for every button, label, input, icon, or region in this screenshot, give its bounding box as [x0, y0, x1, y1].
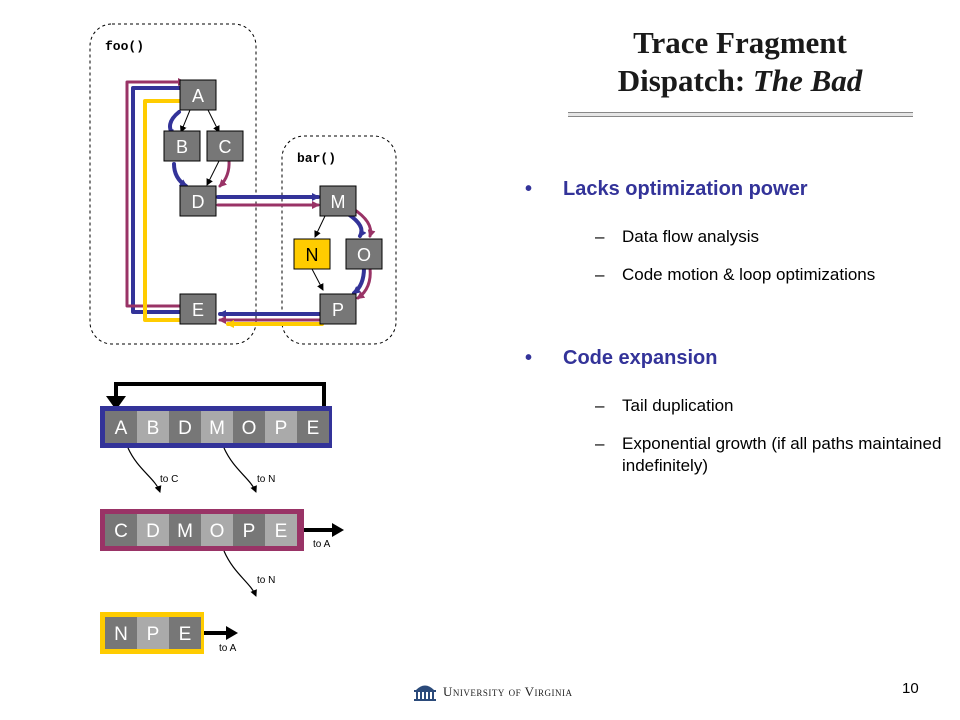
trace1-loopback-arrow — [114, 382, 326, 406]
trace2-exit-n-label: to N — [257, 575, 275, 586]
trace1-cell-label: O — [242, 418, 257, 439]
title-line-1: Trace Fragment — [633, 25, 847, 60]
trace1-loopback-arrowhead — [106, 396, 126, 410]
slide-title: Trace Fragment Dispatch: The Bad — [560, 24, 920, 100]
node-a — [179, 79, 217, 111]
bullet-1-text: Lacks optimization power — [563, 178, 808, 200]
trace1-cell — [297, 411, 329, 443]
node-o — [345, 238, 383, 270]
page-number: 10 — [902, 680, 919, 697]
trace1-cell — [169, 411, 201, 443]
node-e-label: E — [192, 300, 204, 320]
sub-bullet-2-1-text: Tail duplication — [622, 396, 734, 415]
node-o-label: O — [357, 245, 371, 265]
trace2-cell — [201, 514, 233, 546]
trace1-exit-n-arrow — [223, 447, 257, 493]
node-n — [293, 238, 331, 270]
bar-region — [281, 135, 397, 345]
foo-region — [89, 23, 257, 345]
trace2-exit-a-arrowhead — [332, 523, 344, 537]
trace2-cell — [233, 514, 265, 546]
bullet-lacks-optimization: •Lacks optimization power — [525, 178, 808, 200]
trace1-cell-label: E — [307, 418, 320, 439]
foo-label: foo() — [105, 39, 144, 54]
node-d-label: D — [192, 192, 205, 212]
cfg-edges — [180, 109, 326, 291]
title-line-2-plain: Dispatch: — [617, 63, 753, 98]
trace3-exit-a-arrowhead — [226, 626, 238, 640]
bullet-2-text: Code expansion — [563, 347, 718, 369]
university-rotunda-logo — [414, 685, 436, 701]
trace3-exit-a-label: to A — [219, 643, 237, 654]
trace3-cell-label: P — [147, 624, 160, 645]
title-line-2: Dispatch: The Bad — [560, 62, 920, 100]
node-p — [319, 293, 357, 325]
trace2-cell — [105, 514, 137, 546]
trace1-cell-label: D — [178, 418, 192, 439]
sub-bullet-tail-duplication: –Tail duplication — [595, 396, 734, 415]
node-c — [206, 130, 244, 162]
trace2-cell-label: P — [243, 521, 256, 542]
trace1-exit-c-arrow — [127, 447, 162, 493]
trace1-cell-label: B — [147, 418, 160, 439]
trace2-cell-label: M — [177, 521, 193, 542]
trace1-cell-label: M — [209, 418, 225, 439]
trace2-exit-a-label: to A — [313, 539, 331, 550]
node-m — [319, 185, 357, 217]
node-p-label: P — [332, 300, 344, 320]
trace3-cell — [105, 617, 137, 649]
trace2-cell — [169, 514, 201, 546]
sub-bullet-2-2-text: Exponential growth (if all paths maintai… — [622, 434, 942, 475]
trace2-cell — [265, 514, 297, 546]
node-c-label: C — [219, 137, 232, 157]
trace1-cell-label: P — [275, 418, 288, 439]
trace1-cell-label: A — [115, 418, 128, 439]
node-b-label: B — [176, 137, 188, 157]
trace1-cell — [265, 411, 297, 443]
trace3-cell — [137, 617, 169, 649]
trace1-cell — [201, 411, 233, 443]
title-line-2-italic: The Bad — [752, 63, 863, 98]
sub-bullet-data-flow: –Data flow analysis — [595, 227, 760, 246]
node-n-label: N — [306, 245, 319, 265]
sub-bullet-1-1-text: Data flow analysis — [622, 227, 760, 246]
trace2-exit-n-arrow — [223, 550, 257, 597]
bullet-list: •Lacks optimization power –Data flow ana… — [525, 176, 945, 477]
node-b — [163, 130, 201, 162]
bar-label: bar() — [297, 151, 336, 166]
node-d — [179, 185, 217, 217]
node-e — [179, 293, 217, 325]
bullet-code-expansion: •Code expansion — [525, 347, 718, 369]
trace3-cell-label: N — [114, 624, 128, 645]
trace1-cell — [137, 411, 169, 443]
node-a-label: A — [192, 86, 204, 106]
title-underline — [568, 112, 913, 117]
node-m-label: M — [331, 192, 346, 212]
trace2-cell-label: C — [114, 521, 128, 542]
sub-bullet-code-motion: –Code motion & loop optimizations — [595, 265, 876, 284]
trace1-cell — [233, 411, 265, 443]
trace3-cell — [169, 617, 201, 649]
trace1-exit-c-label: to C — [160, 474, 178, 485]
sub-bullet-1-2-text: Code motion & loop optimizations — [622, 265, 876, 284]
trace2-cell-label: E — [275, 521, 288, 542]
sub-bullet-exponential-growth: –Exponential growth (if all paths mainta… — [595, 434, 942, 475]
trace2-cell-label: D — [146, 521, 160, 542]
trace1-cell — [105, 411, 137, 443]
trace2-cell — [137, 514, 169, 546]
trace1-exit-n-label: to N — [257, 474, 275, 485]
trace3-cell-label: E — [179, 624, 192, 645]
trace2-cell-label: O — [210, 521, 225, 542]
footer-university: University of Virginia — [443, 684, 573, 699]
